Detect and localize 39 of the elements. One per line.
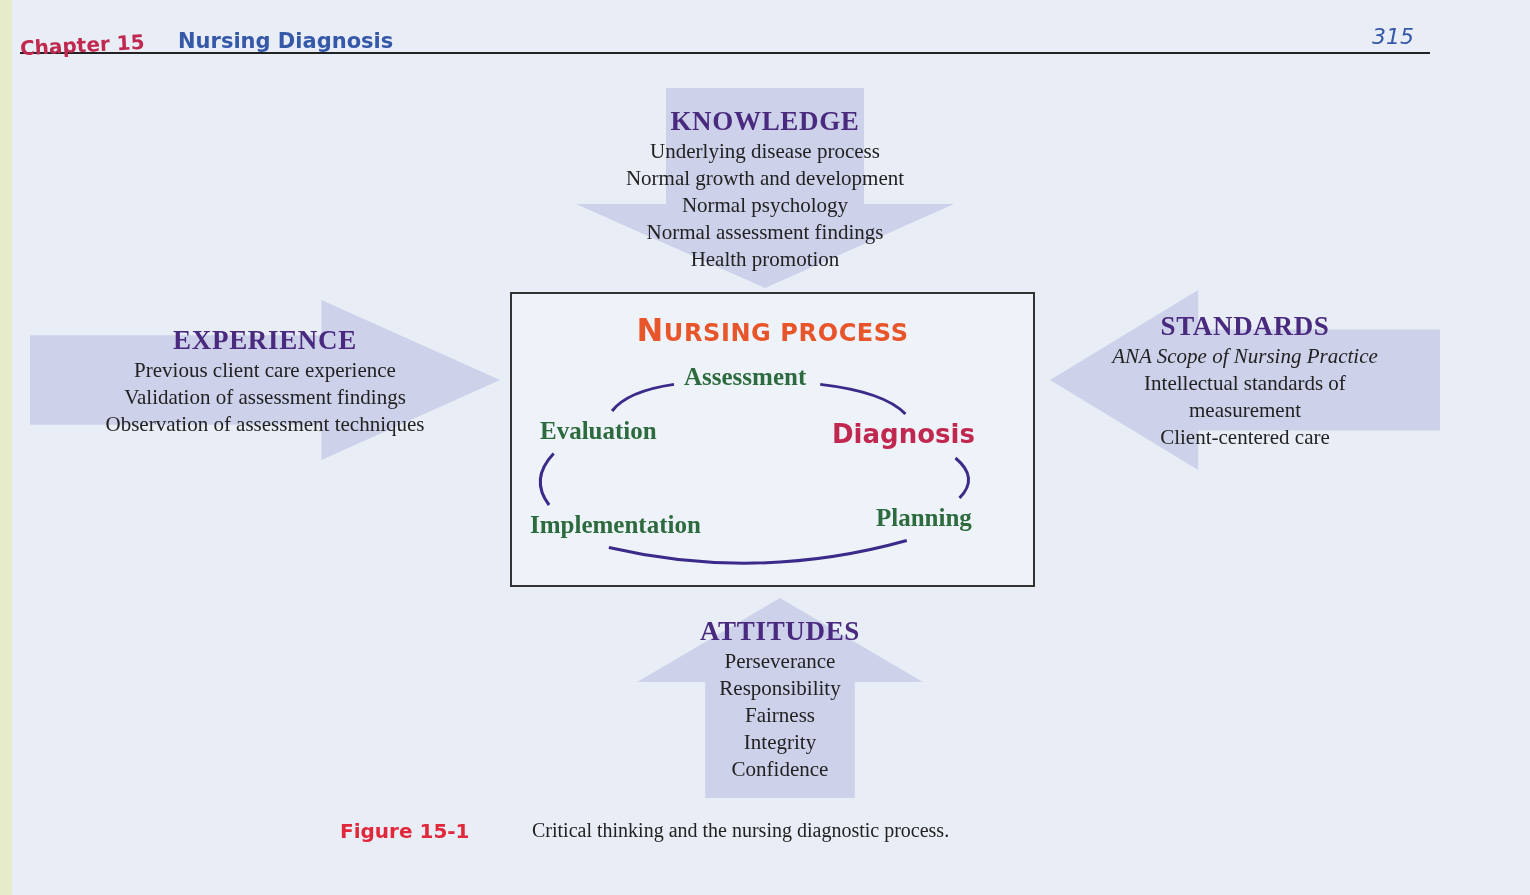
- cycle-arc: [608, 539, 908, 565]
- list-item: Fairness: [745, 701, 815, 729]
- list-item: Normal assessment findings: [646, 218, 884, 246]
- list-item: Intellectual standards of measurement: [1143, 370, 1347, 424]
- block-arrow-callout: [1050, 290, 1440, 470]
- chapter-title: Nursing Diagnosis: [178, 28, 394, 55]
- block-arrow-callout: [30, 300, 500, 460]
- list-item: Client-centered care: [1160, 424, 1330, 451]
- list-item: Underlying disease process: [650, 137, 880, 165]
- stage-label: Planning: [876, 499, 972, 537]
- list-item: Health promotion: [690, 245, 840, 273]
- panel-title: NURSING PROCESS: [635, 310, 910, 351]
- cycle-arc: [610, 382, 675, 412]
- stage-label: Diagnosis: [832, 415, 975, 454]
- list-item: Normal psychology: [681, 191, 849, 219]
- stage-label: Assessment: [684, 358, 807, 396]
- section-heading: ATTITUDES: [699, 614, 861, 648]
- list-item: Integrity: [743, 728, 817, 756]
- list-item: Responsibility: [719, 674, 841, 702]
- stage-label: Implementation: [530, 506, 701, 544]
- list-item: Validation of assessment findings: [124, 383, 406, 411]
- list-item: Perseverance: [724, 647, 836, 675]
- list-item: Observation of assessment techniques: [105, 410, 425, 438]
- section-heading: STANDARDS: [1160, 310, 1330, 343]
- process-frame: [510, 292, 1035, 587]
- cycle-arc: [538, 452, 555, 506]
- chapter-label: Chapter 15: [19, 28, 146, 63]
- list-item: Confidence: [731, 755, 829, 783]
- cycle-arc: [820, 382, 907, 416]
- cycle-arc: [954, 456, 970, 499]
- section-heading: EXPERIENCE: [173, 323, 357, 357]
- list-item: Normal growth and development: [625, 164, 905, 192]
- figure-caption: Critical thinking and the nursing diagnostic process.: [532, 818, 950, 844]
- page-number: 315: [1372, 23, 1414, 51]
- figure-number: Figure 15-1: [340, 818, 470, 845]
- list-item: ANA Scope of Nursing Practice: [1112, 343, 1378, 370]
- section-heading: KNOWLEDGE: [670, 104, 860, 138]
- stage-label: Evaluation: [540, 412, 657, 450]
- list-item: Previous client care experience: [134, 356, 396, 384]
